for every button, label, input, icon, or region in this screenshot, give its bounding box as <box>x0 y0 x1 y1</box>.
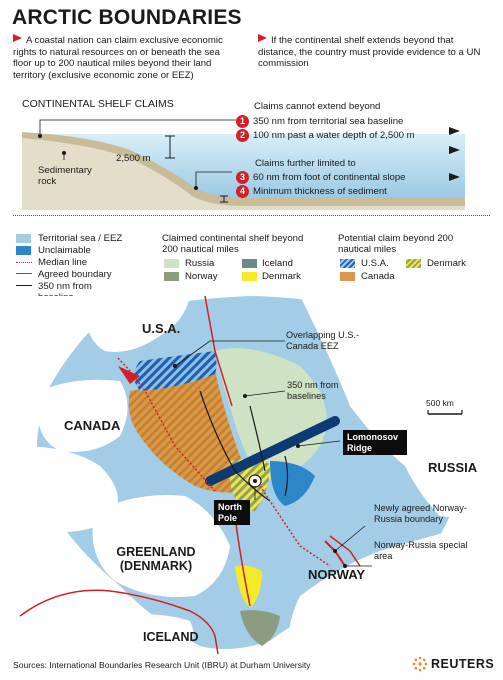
norway-label: NORWAY <box>308 567 366 582</box>
footer <box>4 654 499 680</box>
flag-icon <box>13 34 22 42</box>
denmark-swatch <box>242 272 257 281</box>
reuters-logo-icon <box>412 656 428 672</box>
canada-swatch <box>340 272 355 281</box>
unclaimable-area <box>270 461 315 506</box>
baseline-swatch <box>16 285 32 286</box>
legend-potential-heading: Potential claim beyond 200 nautical mile… <box>338 233 454 255</box>
agreed-boundary <box>204 296 233 407</box>
greenland-label: GREENLAND (DENMARK) <box>116 545 196 573</box>
norway-swatch <box>164 272 179 281</box>
territorial-swatch <box>16 234 31 243</box>
depth-label: 2,500 m <box>116 153 151 164</box>
legend-norway: Norway <box>185 271 218 282</box>
baseline-line <box>249 405 266 472</box>
legend-territorial: Territorial sea / EEZ <box>38 233 123 244</box>
reuters-brand: REUTERS <box>431 657 495 671</box>
agreed-boundary <box>19 589 219 654</box>
lomonosov-ridge <box>205 416 340 486</box>
iceland-land <box>112 614 194 654</box>
legend-russia: Russia <box>185 258 215 269</box>
denmark-potential-swatch <box>406 259 421 268</box>
claims-further: Claims further limited to <box>255 158 356 169</box>
baseline-line <box>284 455 289 497</box>
intro-left: A coastal nation can claim exclusive eco… <box>13 34 233 81</box>
legend-unclaimable: Unclaimable <box>38 245 91 256</box>
legend-usa: U.S.A. <box>361 258 389 269</box>
median-swatch <box>16 262 32 263</box>
usa-swatch <box>340 259 355 268</box>
canada-islands <box>17 446 118 533</box>
overlap-callout: Overlapping U.S.-Canada EEZ <box>286 330 360 351</box>
legend-canada: Canada <box>361 271 395 282</box>
norway-claim <box>240 610 280 646</box>
agreed-swatch <box>16 273 32 274</box>
median-line <box>117 357 216 492</box>
baselines-callout: 350 nm from baselines <box>287 380 339 401</box>
canada-claim <box>128 371 247 493</box>
canada-label: CANADA <box>64 418 121 433</box>
separator <box>13 215 490 216</box>
greenland-land <box>92 495 230 597</box>
denmark-claim <box>235 565 262 608</box>
arrow-right-icon <box>449 146 460 154</box>
usa-label: U.S.A. <box>142 321 181 336</box>
legend-denmark-potential: Denmark <box>427 258 466 269</box>
canada-land <box>37 379 128 452</box>
unclaimable-swatch <box>16 246 31 255</box>
number-badge: 4 <box>236 185 249 198</box>
arctic-map <box>4 296 499 654</box>
russia-land <box>300 296 499 517</box>
legend-iceland: Iceland <box>262 258 293 269</box>
russia-swatch <box>164 259 179 268</box>
arrow-right-icon <box>449 127 460 135</box>
flag-icon <box>258 34 267 42</box>
legend-denmark: Denmark <box>262 271 301 282</box>
scale-label: 500 km <box>426 398 454 408</box>
sediment-label: Sedimentary rock <box>38 165 92 187</box>
russia-label: RUSSIA <box>428 460 478 475</box>
number-badge: 1 <box>236 115 249 128</box>
norway-russia-agreed-callout: Newly agreed Norway-Russia boundary <box>374 503 467 524</box>
claims-intro: Claims cannot extend beyond <box>254 101 381 112</box>
norway-russia-boundary <box>329 535 361 567</box>
shelf-heading: CONTINENTAL SHELF CLAIMS <box>22 98 174 110</box>
source-text: Sources: International Boundaries Resear… <box>13 660 311 670</box>
usa-land <box>80 296 190 352</box>
legend-median: Median line <box>38 257 88 268</box>
overlap-wedge <box>118 366 140 384</box>
legend-agreed: Agreed boundary <box>38 269 112 280</box>
number-badge: 3 <box>236 171 249 184</box>
lomonosov-label: Lomonosov Ridge <box>343 430 407 455</box>
number-badge: 2 <box>236 129 249 142</box>
norway-russia-special-callout: Norway-Russia special area <box>374 540 468 561</box>
intro-right-text: If the continental shelf extends beyond … <box>258 35 481 70</box>
rock-area <box>22 138 465 210</box>
iceland-label: ICELAND <box>143 630 199 644</box>
norway-land <box>288 526 499 654</box>
north-pole-label: North Pole <box>214 500 250 525</box>
shelf-diagram <box>22 119 465 210</box>
baseline-line <box>199 390 271 502</box>
intro-left-text: A coastal nation can claim exclusive eco… <box>13 35 223 81</box>
page-title: ARCTIC BOUNDARIES <box>12 6 242 29</box>
intro-right: If the continental shelf extends beyond … <box>258 34 488 70</box>
usa-claim <box>134 351 217 391</box>
iceland-swatch <box>242 259 257 268</box>
legend-claimed-heading: Claimed continental shelf beyond 200 nau… <box>162 233 304 255</box>
arrow-right-icon <box>449 173 460 181</box>
